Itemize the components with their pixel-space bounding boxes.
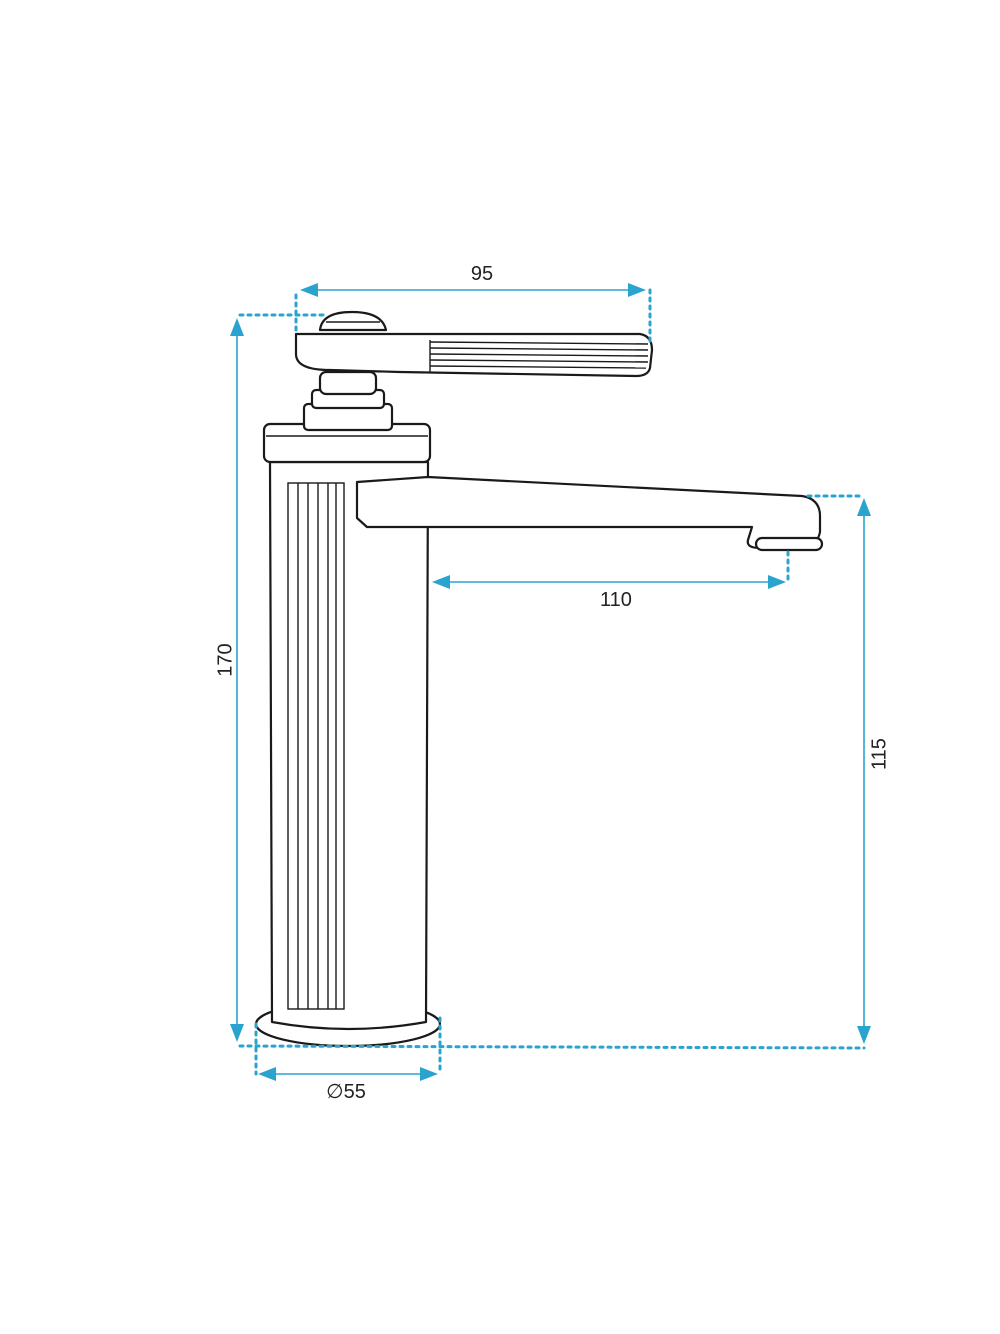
dimension-lines — [230, 283, 871, 1081]
dimension-spout-reach — [432, 550, 790, 589]
label-spout-reach: 110 — [600, 589, 632, 611]
faucet-outline — [254, 310, 824, 1048]
dimension-total-height — [230, 313, 330, 1042]
dimension-base-diameter — [254, 1016, 442, 1081]
dimension-spout-height — [806, 494, 871, 1044]
lever-ribs — [429, 340, 649, 372]
floor-reference-line — [238, 1044, 866, 1050]
dimension-handle-width — [294, 283, 652, 347]
fluted-panel — [287, 482, 345, 1010]
aerator — [754, 536, 824, 552]
label-total-height: 170 — [214, 643, 236, 676]
handle-knob — [318, 310, 388, 332]
handle-stem — [302, 370, 394, 432]
label-handle-width: 95 — [471, 263, 493, 285]
faucet-column — [268, 460, 430, 1031]
label-spout-height: 115 — [868, 738, 890, 770]
label-base-diameter: ∅55 — [326, 1081, 366, 1103]
